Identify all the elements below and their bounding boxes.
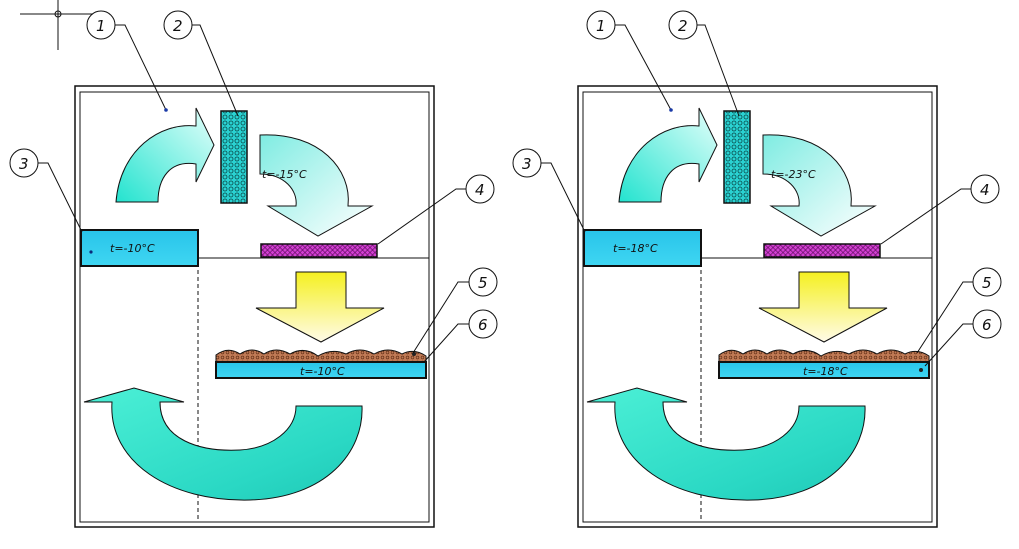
callout-2: 2 [678,17,688,35]
temp-box [80,229,199,267]
heater-pad [260,243,378,258]
airflow-arrow-up [618,107,718,203]
temp-box-label: t=-10°C [110,242,155,255]
airflow-arrow-down [259,134,374,237]
airflow-arrow-return [83,387,363,501]
callout-3: 3 [19,155,29,173]
product-layer [215,349,427,363]
callout-6: 6 [478,316,488,334]
temp-box [583,229,702,267]
chamber-frame-outer [74,85,435,528]
temp-tray-label: t=-10°C [300,365,345,378]
callout-6: 6 [982,316,992,334]
tray [215,361,427,379]
callouts [512,10,1002,367]
callout-1: 1 [96,17,106,35]
evaporator-element [220,110,248,204]
panel-left: t=-15°C t=-10°C t=-10°C [9,10,498,528]
callout-4: 4 [475,181,485,199]
callout-1: 1 [596,17,606,35]
airflow-arrow-up [115,107,215,203]
temp-cold-zone: t=-23°C [771,168,816,181]
heater-pad [763,243,881,258]
temp-tray-label: t=-18°C [803,365,848,378]
airflow-arrow-down [762,134,877,237]
callout-3: 3 [522,155,532,173]
product-layer [718,349,930,363]
panel-right: t=-23°C t=-18°C t=-18°C [512,10,1002,528]
tray [718,361,930,379]
callout-4: 4 [980,181,990,199]
temp-box-label: t=-18°C [613,242,658,255]
heat-arrow-down [255,271,385,343]
heat-arrow-down [758,271,888,343]
chamber-frame-inner [79,91,430,523]
callout-2: 2 [173,17,183,35]
callouts [9,10,498,363]
airflow-arrow-return [586,387,866,501]
chamber-frame-inner [582,91,933,523]
evaporator-element [723,110,751,204]
callout-5: 5 [478,274,488,292]
crosshair-mark [20,0,96,50]
callout-5: 5 [982,274,992,292]
temp-cold-zone: t=-15°C [262,168,307,181]
chamber-frame-outer [577,85,938,528]
